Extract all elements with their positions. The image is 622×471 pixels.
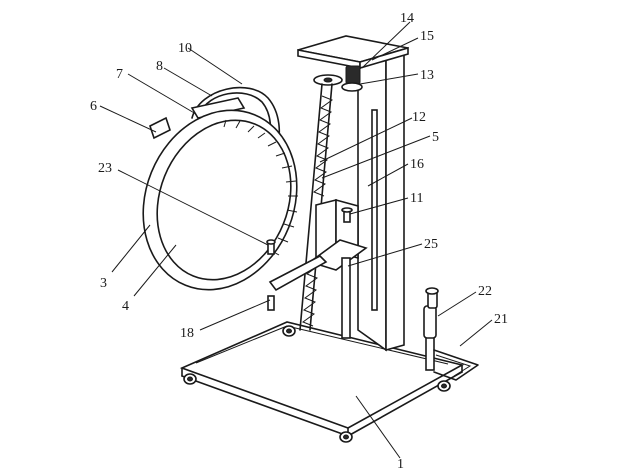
label-4: 4: [122, 299, 129, 314]
label-12: 12: [412, 110, 426, 125]
base-plate: [179, 321, 465, 437]
label-15: 15: [420, 29, 434, 44]
label-3: 3: [100, 276, 107, 291]
label-1: 1: [397, 457, 404, 471]
label-10: 10: [178, 41, 192, 56]
label-13: 13: [420, 68, 434, 83]
slider-block: [267, 198, 368, 339]
label-22: 22: [478, 284, 492, 299]
label-8: 8: [156, 59, 163, 74]
drive-gears: [313, 65, 363, 92]
push-handle: [423, 287, 479, 381]
caster-wheels: [183, 325, 451, 443]
label-25: 25: [424, 237, 438, 252]
label-14: 14: [400, 11, 414, 26]
label-7: 7: [116, 67, 123, 82]
leader-lines: [99, 21, 493, 459]
label-6: 6: [90, 99, 97, 114]
label-21: 21: [494, 312, 508, 327]
label-5: 5: [432, 130, 439, 145]
label-11: 11: [410, 191, 423, 206]
label-16: 16: [410, 157, 424, 172]
label-23: 23: [98, 161, 112, 176]
label-18: 18: [180, 326, 194, 341]
vertical-frame: [297, 35, 409, 352]
part-labels: 1 3 4 5 6 7 8 10 11 12 13 14 15 16 18 21…: [90, 11, 508, 471]
